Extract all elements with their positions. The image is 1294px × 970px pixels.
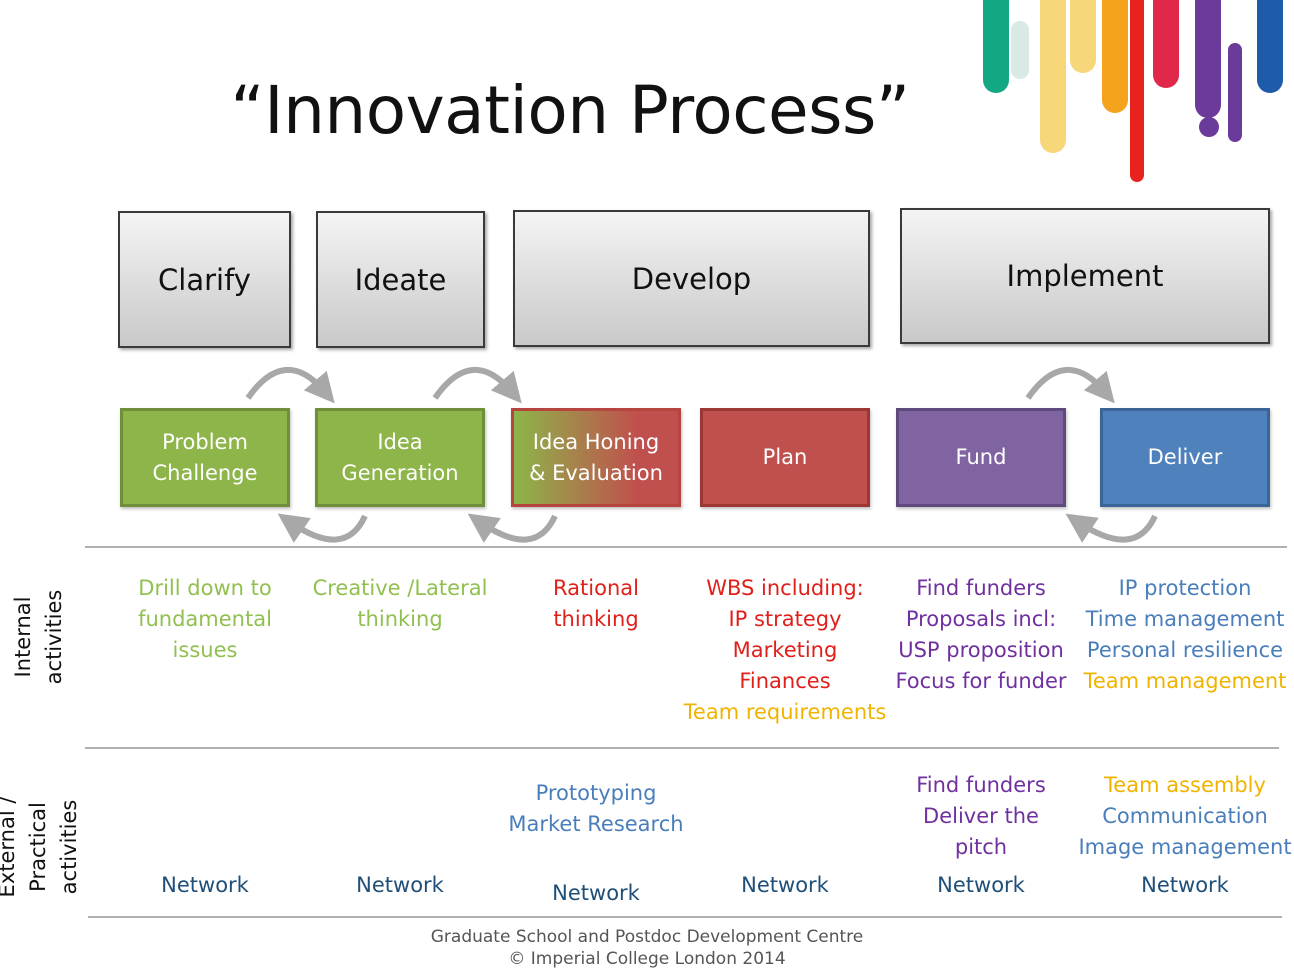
internal-activities-col: Rational thinking: [486, 573, 706, 635]
activity-text: Marketing: [732, 638, 838, 662]
network-text: Network: [1141, 873, 1229, 897]
footer-copyright: © Imperial College London 2014: [508, 949, 786, 969]
phase-implement: Implement: [900, 208, 1270, 344]
activity-text: thinking: [357, 607, 443, 631]
label-line: activities: [42, 589, 66, 685]
phase-label: Develop: [631, 261, 752, 296]
phase-label: Clarify: [158, 262, 251, 297]
activity-text: Creative /Lateral: [312, 576, 488, 600]
activity-text: Drill down to: [138, 576, 272, 600]
arrow-icon: [432, 366, 522, 404]
network-text: Network: [161, 873, 249, 897]
divider: [88, 916, 1282, 918]
phase-label: Ideate: [354, 262, 447, 297]
network-text: Network: [552, 881, 640, 905]
activity-text: issues: [172, 638, 238, 662]
label-line: Internal: [11, 596, 35, 678]
activity-text: Personal resilience: [1086, 638, 1284, 662]
activity-text: Find funders: [916, 576, 1046, 600]
activity-text: fundamental: [138, 607, 272, 631]
step-label: Idea: [377, 429, 423, 454]
step-deliver: Deliver: [1100, 408, 1270, 507]
label-line: External /: [0, 797, 19, 898]
internal-activities-col: Drill down to fundamental issues: [95, 573, 315, 666]
step-label: Plan: [762, 445, 808, 469]
step-label: Idea Honing: [532, 429, 660, 454]
activity-text: pitch: [954, 835, 1008, 859]
step-idea-honing: Idea Honing & Evaluation: [511, 408, 681, 507]
page-title: “Innovation Process”: [230, 72, 910, 149]
row-label-internal: Internal activities: [8, 582, 70, 692]
arrow-icon: [1065, 513, 1158, 543]
step-label: & Evaluation: [529, 460, 663, 485]
activity-text: Deliver the: [923, 804, 1039, 828]
step-label: Challenge: [152, 460, 258, 485]
step-fund: Fund: [896, 408, 1066, 507]
activity-text: thinking: [553, 607, 639, 631]
network-text: Network: [937, 873, 1025, 897]
arrow-icon: [245, 366, 335, 404]
activity-text: Rational: [553, 576, 639, 600]
footer: Graduate School and Postdoc Development …: [0, 926, 1294, 970]
divider: [85, 747, 1279, 749]
label-line: activities: [57, 799, 81, 895]
arrow-icon: [277, 513, 368, 543]
activity-text: IP strategy: [728, 607, 842, 631]
activity-text: Focus for funder: [895, 669, 1067, 693]
activity-text: Team requirements: [683, 700, 887, 724]
phase-label: Implement: [1006, 259, 1164, 293]
activity-text: IP protection: [1118, 576, 1252, 600]
activity-text: USP proposition: [898, 638, 1064, 662]
activity-text: Proposals incl:: [905, 607, 1057, 631]
network-text: Network: [741, 873, 829, 897]
phase-ideate: Ideate: [316, 211, 485, 348]
activity-text: Communication: [1102, 804, 1268, 828]
divider: [85, 546, 1287, 548]
footer-org: Graduate School and Postdoc Development …: [430, 927, 864, 947]
activity-text: Time management: [1085, 607, 1285, 631]
activity-text: Prototyping: [535, 781, 657, 805]
phase-clarify: Clarify: [118, 211, 291, 348]
activity-text: Image management: [1078, 835, 1292, 859]
row-label-external: External / Practical activities: [0, 782, 85, 912]
paint-drip-logo: [983, 0, 1283, 182]
internal-activities-col: Creative /Lateral thinking: [290, 573, 510, 635]
step-label: Generation: [341, 460, 459, 485]
network-text: Network: [356, 873, 444, 897]
activity-text: Team assembly: [1104, 773, 1266, 797]
activity-text: WBS including:: [706, 576, 864, 600]
label-line: Practical: [26, 802, 50, 892]
step-label: Problem: [162, 429, 248, 454]
activity-text: Team management: [1083, 669, 1287, 693]
phase-develop: Develop: [513, 210, 870, 347]
activity-text: Find funders: [916, 773, 1046, 797]
step-plan: Plan: [700, 408, 870, 507]
arrow-icon: [1025, 366, 1115, 404]
step-label: Deliver: [1147, 445, 1223, 469]
activity-text: Market Research: [508, 812, 684, 836]
step-label: Fund: [955, 445, 1007, 469]
arrow-icon: [467, 513, 558, 543]
activity-text: Finances: [739, 669, 831, 693]
